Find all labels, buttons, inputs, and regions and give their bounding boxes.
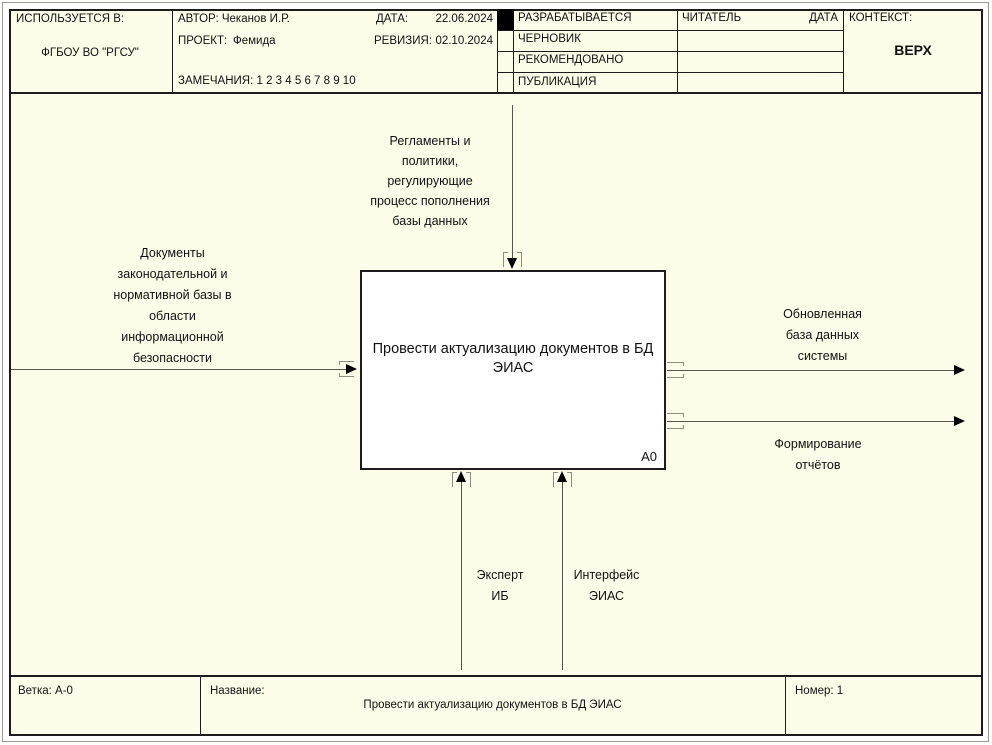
control-arrow-line: [512, 105, 513, 260]
status-row-draft: ЧЕРНОВИК: [518, 33, 581, 45]
mechanism1-bracket-right: [466, 472, 471, 487]
header-bottom-line: [9, 92, 983, 94]
input-label: Документы законодательной и нормативной …: [113, 246, 232, 365]
output1-bracket-bottom: [667, 374, 684, 378]
status-row-recommended: РЕКОМЕНДОВАНО: [518, 54, 624, 66]
author-row: АВТОР: Чеканов И.Р.: [178, 12, 290, 26]
control-label: Регламенты и политики, регулирующие проц…: [370, 134, 490, 228]
revision-row: РЕВИЗИЯ:02.10.2024: [374, 34, 493, 48]
header-divider-1: [172, 9, 173, 92]
activity-box-a0: Провести актуализацию документов в БД ЭИ…: [360, 270, 666, 470]
input-bracket-top: [339, 361, 354, 365]
status-row-line-3: [497, 72, 843, 73]
activity-box-title: Провести актуализацию документов в БД ЭИ…: [372, 341, 654, 376]
number-label: Номер:: [795, 685, 834, 697]
status-row-developing: РАЗРАБАТЫВАЕТСЯ: [518, 12, 632, 24]
date-label: ДАТА:: [376, 13, 409, 25]
header-divider-3: [513, 9, 514, 92]
notes-numbers: 1 2 3 4 5 6 7 8 9 10: [256, 75, 356, 87]
number-value: 1: [836, 685, 844, 697]
activity-box-code: A0: [641, 449, 657, 464]
date-row: ДАТА: 22.06.2024: [376, 12, 493, 26]
mechanism2-bracket-left: [553, 472, 558, 487]
output2-bracket-bottom: [667, 425, 684, 429]
input-arrow-line: [11, 369, 347, 370]
branch-row: Ветка: A-0: [18, 684, 73, 698]
footer-divider-2: [785, 675, 786, 736]
mechanism1-bracket-left: [452, 472, 457, 487]
author-value: Чеканов И.Р.: [221, 13, 290, 25]
mechanism2-arrowhead-icon: [557, 471, 567, 482]
notes-row: ЗАМЕЧАНИЯ: 1 2 3 4 5 6 7 8 9 10: [178, 74, 356, 88]
footer-top-line: [9, 675, 983, 677]
context-value: ВЕРХ: [894, 42, 932, 58]
branch-value: A-0: [55, 685, 73, 697]
control-bracket-right: [517, 252, 522, 267]
status-marker-square: [497, 9, 514, 30]
input-bracket-bottom: [339, 373, 354, 377]
status-row-line-1: [497, 30, 843, 31]
mechanism2-label: Интерфейс ЭИАС: [573, 568, 640, 603]
number-row: Номер: 1: [795, 684, 843, 698]
control-arrowhead-icon: [507, 258, 517, 269]
control-bracket-left: [503, 252, 508, 267]
context-label: КОНТЕКСТ:: [849, 12, 913, 24]
diagram-sheet: [9, 9, 983, 736]
output2-label: Формирование отчётов: [774, 437, 862, 472]
output1-arrow-line: [667, 370, 955, 371]
output2-arrow-line: [667, 421, 955, 422]
status-row-publication: ПУБЛИКАЦИЯ: [518, 76, 597, 88]
footer-divider-1: [200, 675, 201, 736]
header-divider-2: [497, 9, 498, 92]
reader-date-label: ДАТА: [809, 12, 838, 24]
output1-label: Обновленная база данных системы: [783, 307, 862, 363]
notes-label: ЗАМЕЧАНИЯ:: [178, 75, 254, 87]
output2-arrowhead-icon: [954, 416, 965, 426]
revision-value: 02.10.2024: [435, 35, 493, 47]
mechanism1-arrowhead-icon: [456, 471, 466, 482]
used-in-value: ФГБОУ ВО "РГСУ": [41, 47, 139, 59]
project-value: Фемида: [233, 35, 276, 47]
mechanism2-arrow-line: [562, 482, 563, 670]
mechanism1-arrow-line: [461, 482, 462, 670]
header-divider-4: [677, 9, 678, 92]
mechanism2-bracket-right: [567, 472, 572, 487]
name-value: Провести актуализацию документов в БД ЭИ…: [363, 699, 622, 711]
reader-row: ЧИТАТЕЛЬ ДАТА: [682, 11, 838, 25]
name-label: Название:: [210, 685, 265, 697]
mechanism1-label: Эксперт ИБ: [476, 568, 524, 603]
input-arrowhead-icon: [346, 364, 357, 374]
output2-bracket-top: [667, 413, 684, 417]
date-value: 22.06.2024: [435, 13, 493, 25]
header-divider-5: [843, 9, 844, 92]
branch-label: Ветка:: [18, 685, 52, 697]
reader-label: ЧИТАТЕЛЬ: [682, 12, 742, 24]
used-in-label: ИСПОЛЬЗУЕТСЯ В:: [16, 13, 125, 25]
output1-arrowhead-icon: [954, 365, 965, 375]
project-label: ПРОЕКТ:: [178, 35, 228, 47]
output1-bracket-top: [667, 362, 684, 366]
author-label: АВТОР:: [178, 13, 219, 25]
status-row-line-2: [497, 51, 843, 52]
revision-label: РЕВИЗИЯ:: [374, 35, 432, 47]
